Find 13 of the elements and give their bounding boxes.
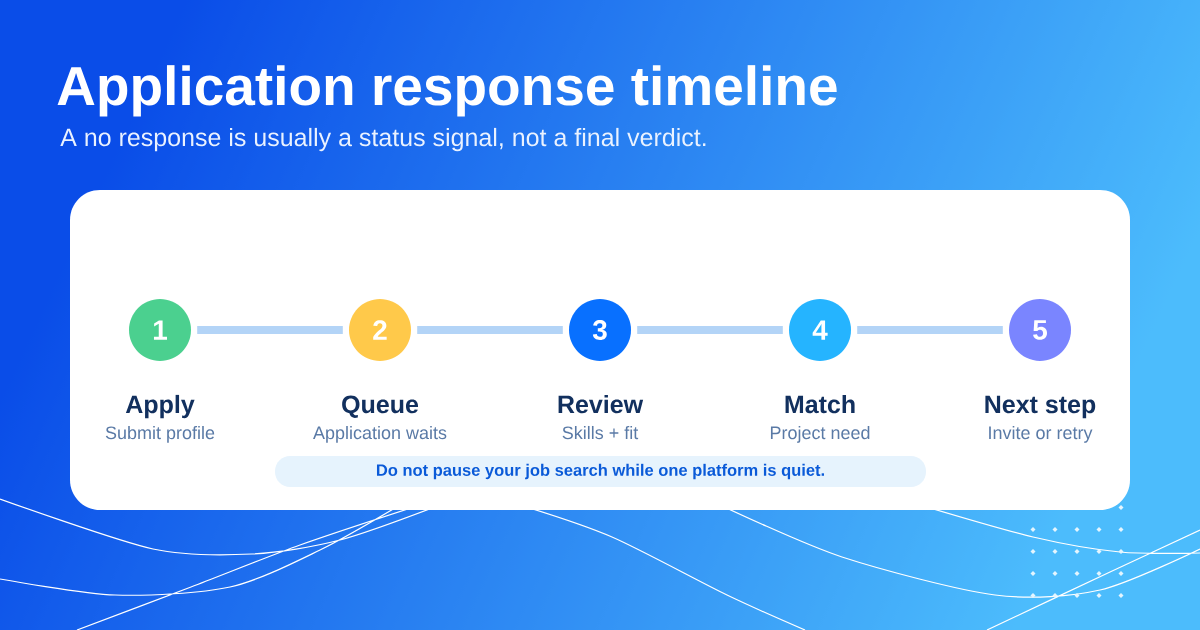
- step-caption: Project need: [770, 425, 870, 443]
- step-title: Apply: [125, 394, 195, 419]
- title: Application response timeline: [57, 65, 837, 117]
- step-caption: Submit profile: [105, 425, 215, 443]
- step-caption: Invite or retry: [989, 425, 1093, 443]
- step-title: Next step: [985, 395, 1096, 419]
- step-title: Queue: [342, 395, 419, 418]
- step-caption: Skills + fit: [562, 425, 639, 440]
- tip-banner: Do not pause your job search while one platform is quiet.: [275, 456, 926, 487]
- step-title: Match: [785, 394, 855, 414]
- step-title: Review: [558, 394, 644, 414]
- step-caption: Application waits: [313, 425, 447, 443]
- subtitle: A no response is usually a status signal, not a final verdict.: [60, 127, 706, 152]
